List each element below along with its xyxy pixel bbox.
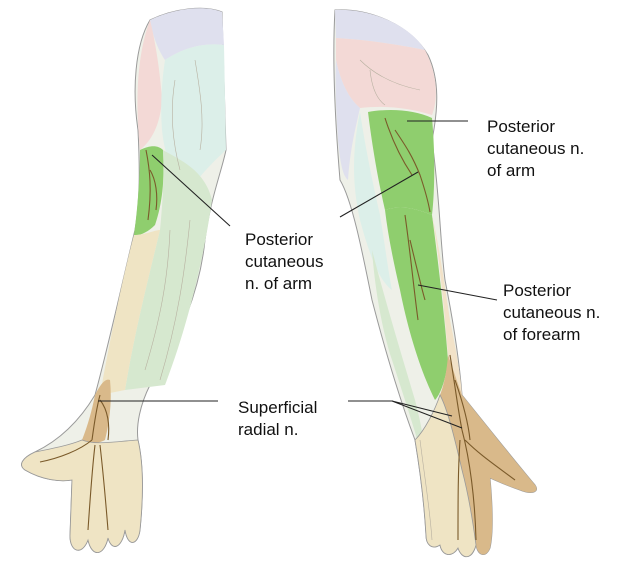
leader-right-radial: [348, 400, 463, 429]
label-line: n. of arm: [245, 274, 313, 293]
label-line: radial n.: [238, 420, 299, 439]
left-upper-pink-region: [137, 20, 162, 150]
label-line: cutaneous n.: [487, 139, 585, 158]
left-green-region: [134, 146, 164, 236]
left-hand-region: [21, 439, 143, 553]
right-hand-beige: [414, 393, 477, 558]
label-line: Posterior: [503, 281, 572, 300]
left-minor-nerves: [144, 59, 203, 381]
right-forearm-light-green: [372, 250, 426, 470]
label-line: of forearm: [503, 325, 581, 344]
label-line: Superficial: [238, 398, 318, 417]
right-arm: [333, 9, 537, 558]
left-arm: [21, 7, 227, 553]
left-forearm-light-green: [125, 150, 212, 390]
right-shoulder-region: [335, 9, 425, 51]
right-green-upper-region: [368, 110, 435, 215]
label-line: Posterior: [245, 230, 314, 249]
label-line: Posterior: [487, 117, 556, 136]
label-line: of arm: [487, 161, 536, 180]
leader-left-arm-1: [151, 154, 231, 227]
right-posterior-lavender: [335, 60, 360, 180]
right-upper-pink-region: [336, 38, 436, 115]
leader-right-forearm: [417, 284, 498, 301]
left-forearm-beige: [100, 230, 160, 395]
right-forearm-beige: [432, 215, 462, 395]
label-line: cutaneous: [245, 252, 324, 271]
right-tan-region: [440, 355, 537, 555]
label-left-posterior-cutaneous-arm: Posterior cutaneous n. of arm: [245, 229, 323, 295]
label-line: cutaneous n.: [503, 303, 601, 322]
right-mint-region: [354, 112, 392, 290]
left-shoulder-region: [150, 8, 224, 60]
leader-right-arm-cross: [339, 171, 419, 218]
left-upper-mint-region: [161, 44, 226, 190]
right-minor-nerves: [359, 59, 433, 541]
label-right-posterior-cutaneous-forearm: Posterior cutaneous n. of forearm: [503, 280, 600, 346]
leader-lines: [98, 120, 498, 429]
label-left-superficial-radial: Superficial radial n.: [238, 397, 317, 441]
left-nerves: [39, 149, 158, 531]
label-right-posterior-cutaneous-arm: Posterior cutaneous n. of arm: [487, 116, 584, 182]
right-nerves: [384, 117, 516, 541]
